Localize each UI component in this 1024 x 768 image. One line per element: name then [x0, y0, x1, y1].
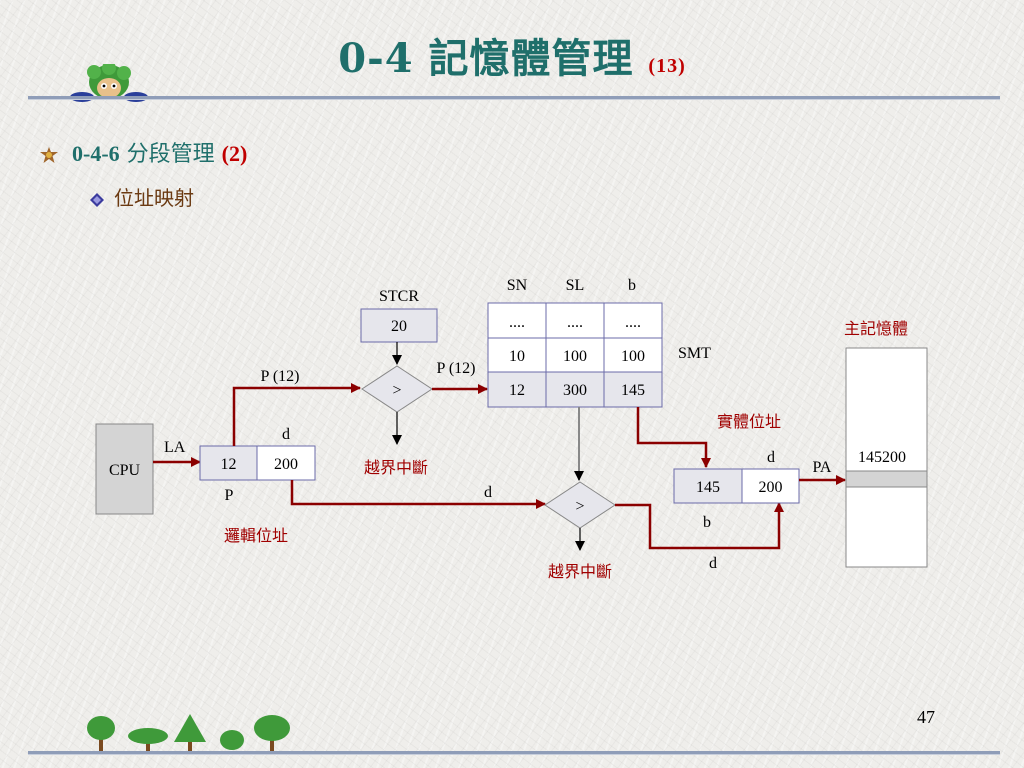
page-number: 47	[917, 707, 935, 727]
smt-cell: 12	[509, 382, 525, 399]
title-main: 0-4 記憶體管理	[338, 35, 634, 82]
la-label: LA	[164, 439, 186, 456]
p-arrow-to-compare	[232, 383, 361, 446]
d-arrow-to-compare	[290, 480, 546, 509]
bullet1-suffix: (2)	[221, 141, 248, 166]
d-bottom-label: d	[709, 555, 717, 572]
physical-b-value: 145	[696, 479, 720, 496]
table-row: 12 300 145	[509, 382, 645, 399]
physical-d-value: 200	[759, 479, 783, 496]
smt-cell: 145	[621, 382, 645, 399]
main-memory-box: 145200	[845, 347, 928, 568]
compare-diamond-2: >	[544, 481, 616, 529]
slide-title: 0-4 記憶體管理 (13)	[0, 26, 1024, 84]
logical-p-label: P	[225, 487, 234, 504]
smt-cell: ....	[509, 314, 525, 331]
bullet1-text: 分段管理	[126, 142, 215, 167]
logical-d-value: 200	[274, 456, 298, 473]
bullet-level2: 位址映射	[90, 182, 194, 211]
p12-left-label: P (12)	[261, 368, 300, 385]
bullet2-text: 位址映射	[114, 186, 194, 210]
logical-p-value: 12	[221, 456, 237, 473]
tree-decoration-icon	[87, 714, 290, 752]
pa-label: PA	[813, 459, 832, 476]
footer-divider	[28, 751, 1000, 755]
title-divider	[28, 96, 1000, 100]
smt-cell: 300	[563, 382, 587, 399]
smt-header-b: b	[628, 277, 636, 294]
smt-header-sl: SL	[566, 277, 585, 294]
table-row: 10 100 100	[509, 348, 645, 365]
logical-address-caption: 邏輯位址	[224, 526, 288, 545]
physical-b-label: b	[703, 514, 711, 531]
interrupt-label-top: 越界中斷	[364, 458, 428, 477]
cpu-box: CPU	[95, 423, 154, 515]
smt-cell: 10	[509, 348, 525, 365]
smt-cell: 100	[563, 348, 587, 365]
d-arrow-to-physical	[615, 502, 784, 550]
physical-d-label: d	[767, 449, 775, 466]
bullet-level1: 0-4-6 分段管理 (2)	[40, 136, 247, 168]
cpu-label: CPU	[109, 462, 141, 479]
b-arrow-to-physical	[636, 407, 711, 468]
logical-address-box: 12 200	[199, 445, 316, 481]
star-bullet-icon	[40, 147, 58, 163]
compare-diamond-1: >	[361, 365, 433, 413]
physical-address-caption: 實體位址	[717, 412, 781, 431]
smt-cell: 100	[621, 348, 645, 365]
p12-right-label: P (12)	[437, 360, 476, 377]
compare-symbol-1: >	[392, 382, 401, 399]
logical-d-label: d	[282, 426, 290, 443]
stcr-box: 20	[360, 308, 438, 343]
stcr-value: 20	[391, 318, 407, 335]
stcr-label: STCR	[379, 288, 419, 305]
memory-address-value: 145200	[858, 449, 906, 466]
smt-cell: ....	[567, 314, 583, 331]
main-memory-caption: 主記憶體	[844, 319, 908, 338]
compare-symbol-2: >	[575, 498, 584, 515]
diamond-bullet-icon	[90, 192, 104, 207]
bullet1-number: 0-4-6	[72, 141, 120, 166]
table-row: .... .... ....	[509, 314, 641, 331]
title-sub: (13)	[648, 55, 686, 77]
smt-header-sn: SN	[507, 277, 528, 294]
physical-address-box: 145 200	[673, 468, 800, 504]
interrupt-label-bottom: 越界中斷	[548, 562, 612, 581]
smt-cell: ....	[625, 314, 641, 331]
d-mid-label: d	[484, 484, 492, 501]
smt-label: SMT	[678, 345, 711, 362]
smt-table: .... .... .... 10 100 100 12 300 145	[487, 302, 663, 408]
